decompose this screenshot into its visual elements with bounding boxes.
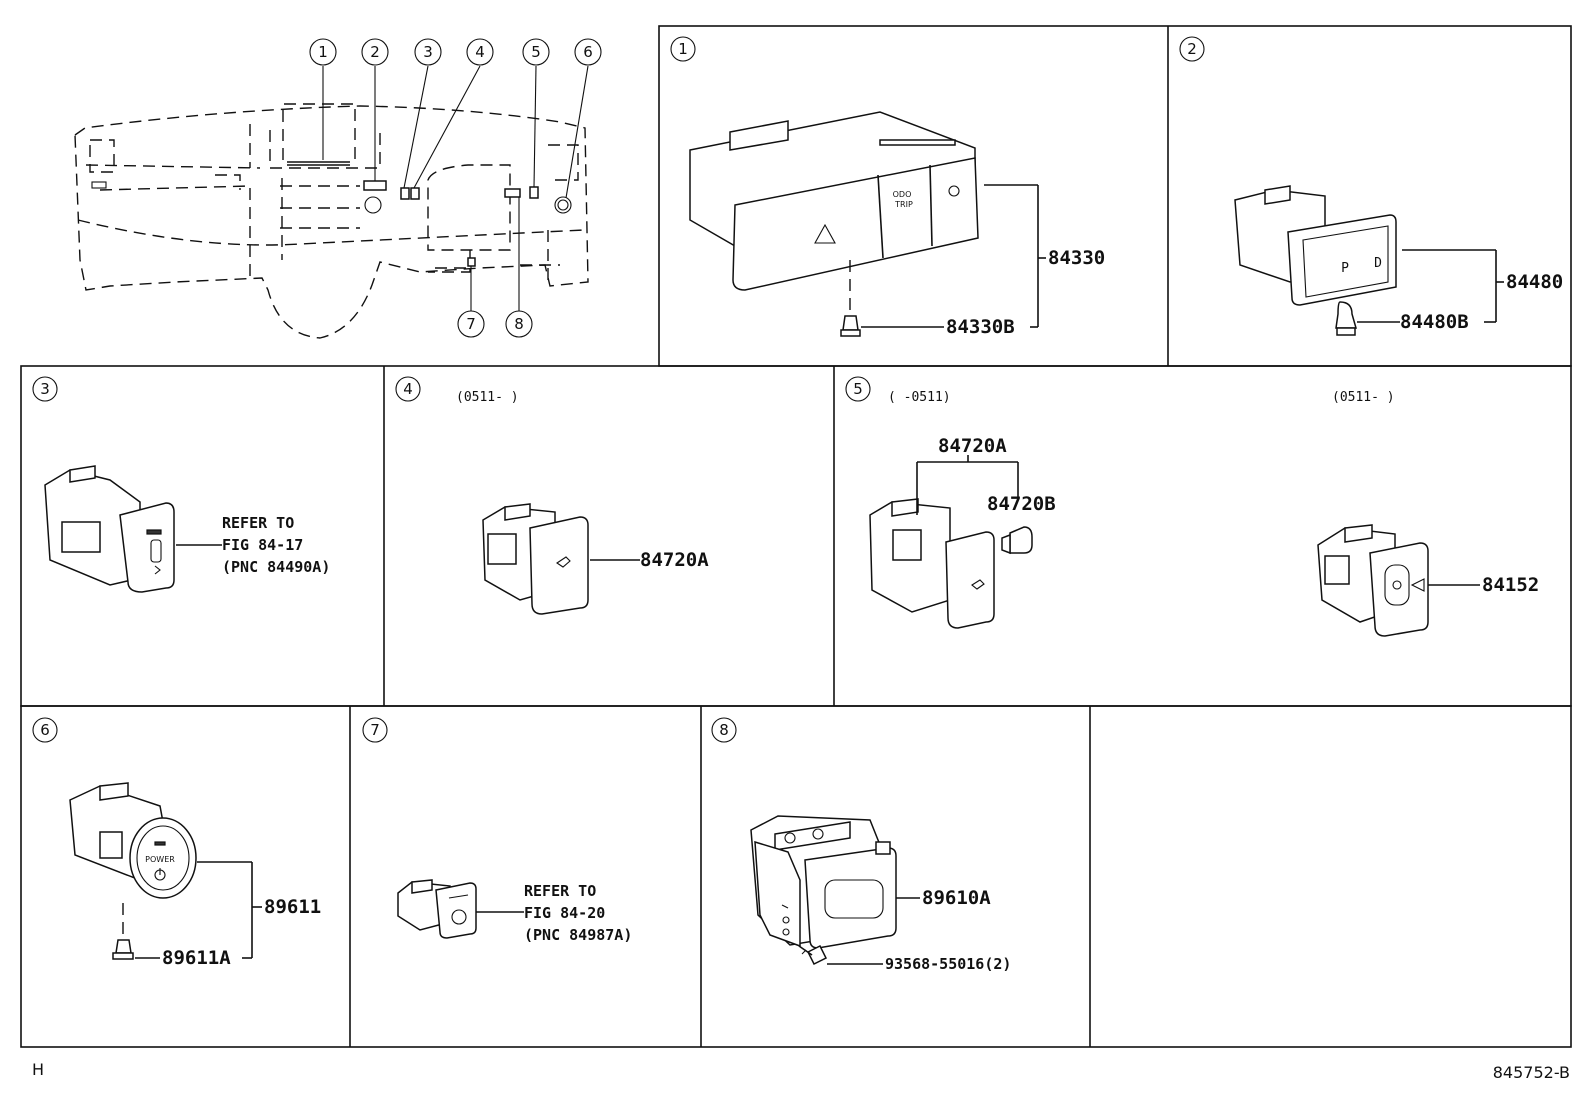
svg-text:2: 2 [370, 43, 380, 61]
svg-text:5: 5 [853, 380, 863, 398]
panel-4-number: 4 [395, 376, 421, 402]
panel-1-number: 1 [670, 36, 696, 62]
power-switch-assembly: POWER [69, 782, 197, 960]
panel-3-number: 3 [32, 376, 58, 402]
date-range-panel-4: (0511- ) [456, 390, 519, 405]
panel-6: 6 POWER 89611 89611A [32, 717, 321, 969]
panel-2-number: 2 [1179, 36, 1205, 62]
date-range-panel-5-right: (0511- ) [1332, 390, 1395, 405]
part-label-84720a-panel-5: 84720A [938, 435, 1007, 457]
part-label-89611: 89611 [264, 896, 321, 918]
panel-3: 3 REFER TO FIG 84-17 (PNC 84490A) [32, 376, 330, 593]
date-range-panel-5-left: ( -0511) [888, 390, 951, 405]
refer-note-line-1: REFER TO [222, 514, 294, 532]
refer-note-line-2: FIG 84-17 [222, 536, 303, 554]
svg-text:7: 7 [370, 721, 380, 739]
panel-8-number: 8 [711, 717, 737, 743]
switch-84987a [397, 879, 477, 939]
panel-4: 4 (0511- ) 84720A [395, 376, 709, 615]
svg-text:4: 4 [403, 380, 413, 398]
switch-84720a [482, 503, 589, 615]
overview-callout-5: 5 [522, 38, 550, 188]
part-label-84720a-panel-4: 84720A [640, 549, 709, 571]
panel-6-number: 6 [32, 717, 58, 743]
svg-text:8: 8 [514, 315, 524, 333]
svg-text:TRIP: TRIP [894, 200, 913, 209]
svg-text:8: 8 [719, 721, 729, 739]
svg-text:3: 3 [423, 43, 433, 61]
part-label-89610a: 89610A [922, 887, 991, 909]
panel-2: 2 P D 84480 84480B [1179, 36, 1563, 336]
part-label-89611a: 89611A [162, 947, 231, 969]
refer-note-line-1-panel-7: REFER TO [524, 882, 596, 900]
refer-note-line-3: (PNC 84490A) [222, 558, 330, 576]
panel-1: 1 ODO TRIP 84330 84330B [670, 36, 1105, 338]
refer-note-line-3-panel-7: (PNC 84987A) [524, 926, 632, 944]
footer-left-mark: H [32, 1060, 44, 1079]
leader-84720a-84720b [916, 455, 1019, 515]
leader-84330 [861, 184, 1046, 328]
svg-text:3: 3 [40, 380, 50, 398]
overview-callout-7: 7 [457, 266, 485, 338]
leader-89611 [135, 861, 262, 959]
svg-text:1: 1 [678, 40, 688, 58]
part-label-84152: 84152 [1482, 574, 1539, 596]
svg-text:7: 7 [466, 315, 476, 333]
panel-5: 5 ( -0511) (0511- ) 84720A 84720B [845, 376, 1539, 637]
svg-text:P: P [1341, 261, 1349, 276]
switch-84152 [1317, 524, 1429, 637]
part-label-84480b: 84480B [1400, 311, 1469, 333]
panel-7: 7 REFER TO FIG 84-20 (PNC 84987A) [362, 717, 632, 944]
overview-callout-1: 1 [309, 38, 337, 160]
svg-text:D: D [1374, 256, 1382, 271]
p-d-switch-assembly: P D [1234, 185, 1397, 336]
panel-frames [20, 25, 1572, 1048]
footer-figure-id: 845752-B [1493, 1063, 1570, 1082]
part-label-84720b: 84720B [987, 493, 1056, 515]
part-label-84330: 84330 [1048, 247, 1105, 269]
switch-84720a-left [869, 498, 1033, 629]
dashboard-overview [74, 103, 589, 339]
switch-84490a [44, 465, 175, 593]
bracket-89610a-assembly [750, 815, 897, 966]
svg-text:5: 5 [531, 43, 541, 61]
svg-text:POWER: POWER [145, 855, 175, 864]
panel-5-number: 5 [845, 376, 871, 402]
part-label-84330b: 84330B [946, 316, 1015, 338]
refer-note-line-2-panel-7: FIG 84-20 [524, 904, 605, 922]
hazard-switch-assembly: ODO TRIP [689, 111, 979, 337]
svg-text:ODO: ODO [893, 190, 912, 199]
overview-callout-3: 3 [403, 38, 442, 189]
part-label-84480: 84480 [1506, 271, 1563, 293]
svg-text:6: 6 [583, 43, 593, 61]
panel-8: 8 89610A 93568-55016(2) [711, 717, 1011, 973]
svg-text:4: 4 [475, 43, 485, 61]
overview-callout-4: 4 [413, 38, 494, 189]
overview-callout-2: 2 [361, 38, 389, 181]
svg-text:6: 6 [40, 721, 50, 739]
overview-callout-6: 6 [565, 38, 602, 199]
overview-callouts: 1 2 3 4 5 6 7 [309, 38, 602, 338]
svg-text:2: 2 [1187, 40, 1197, 58]
leader-84480 [1357, 249, 1504, 323]
svg-text:1: 1 [318, 43, 328, 61]
overview-callout-8: 8 [505, 197, 533, 338]
part-label-93568-55016: 93568-55016(2) [885, 955, 1011, 973]
panel-7-number: 7 [362, 717, 388, 743]
